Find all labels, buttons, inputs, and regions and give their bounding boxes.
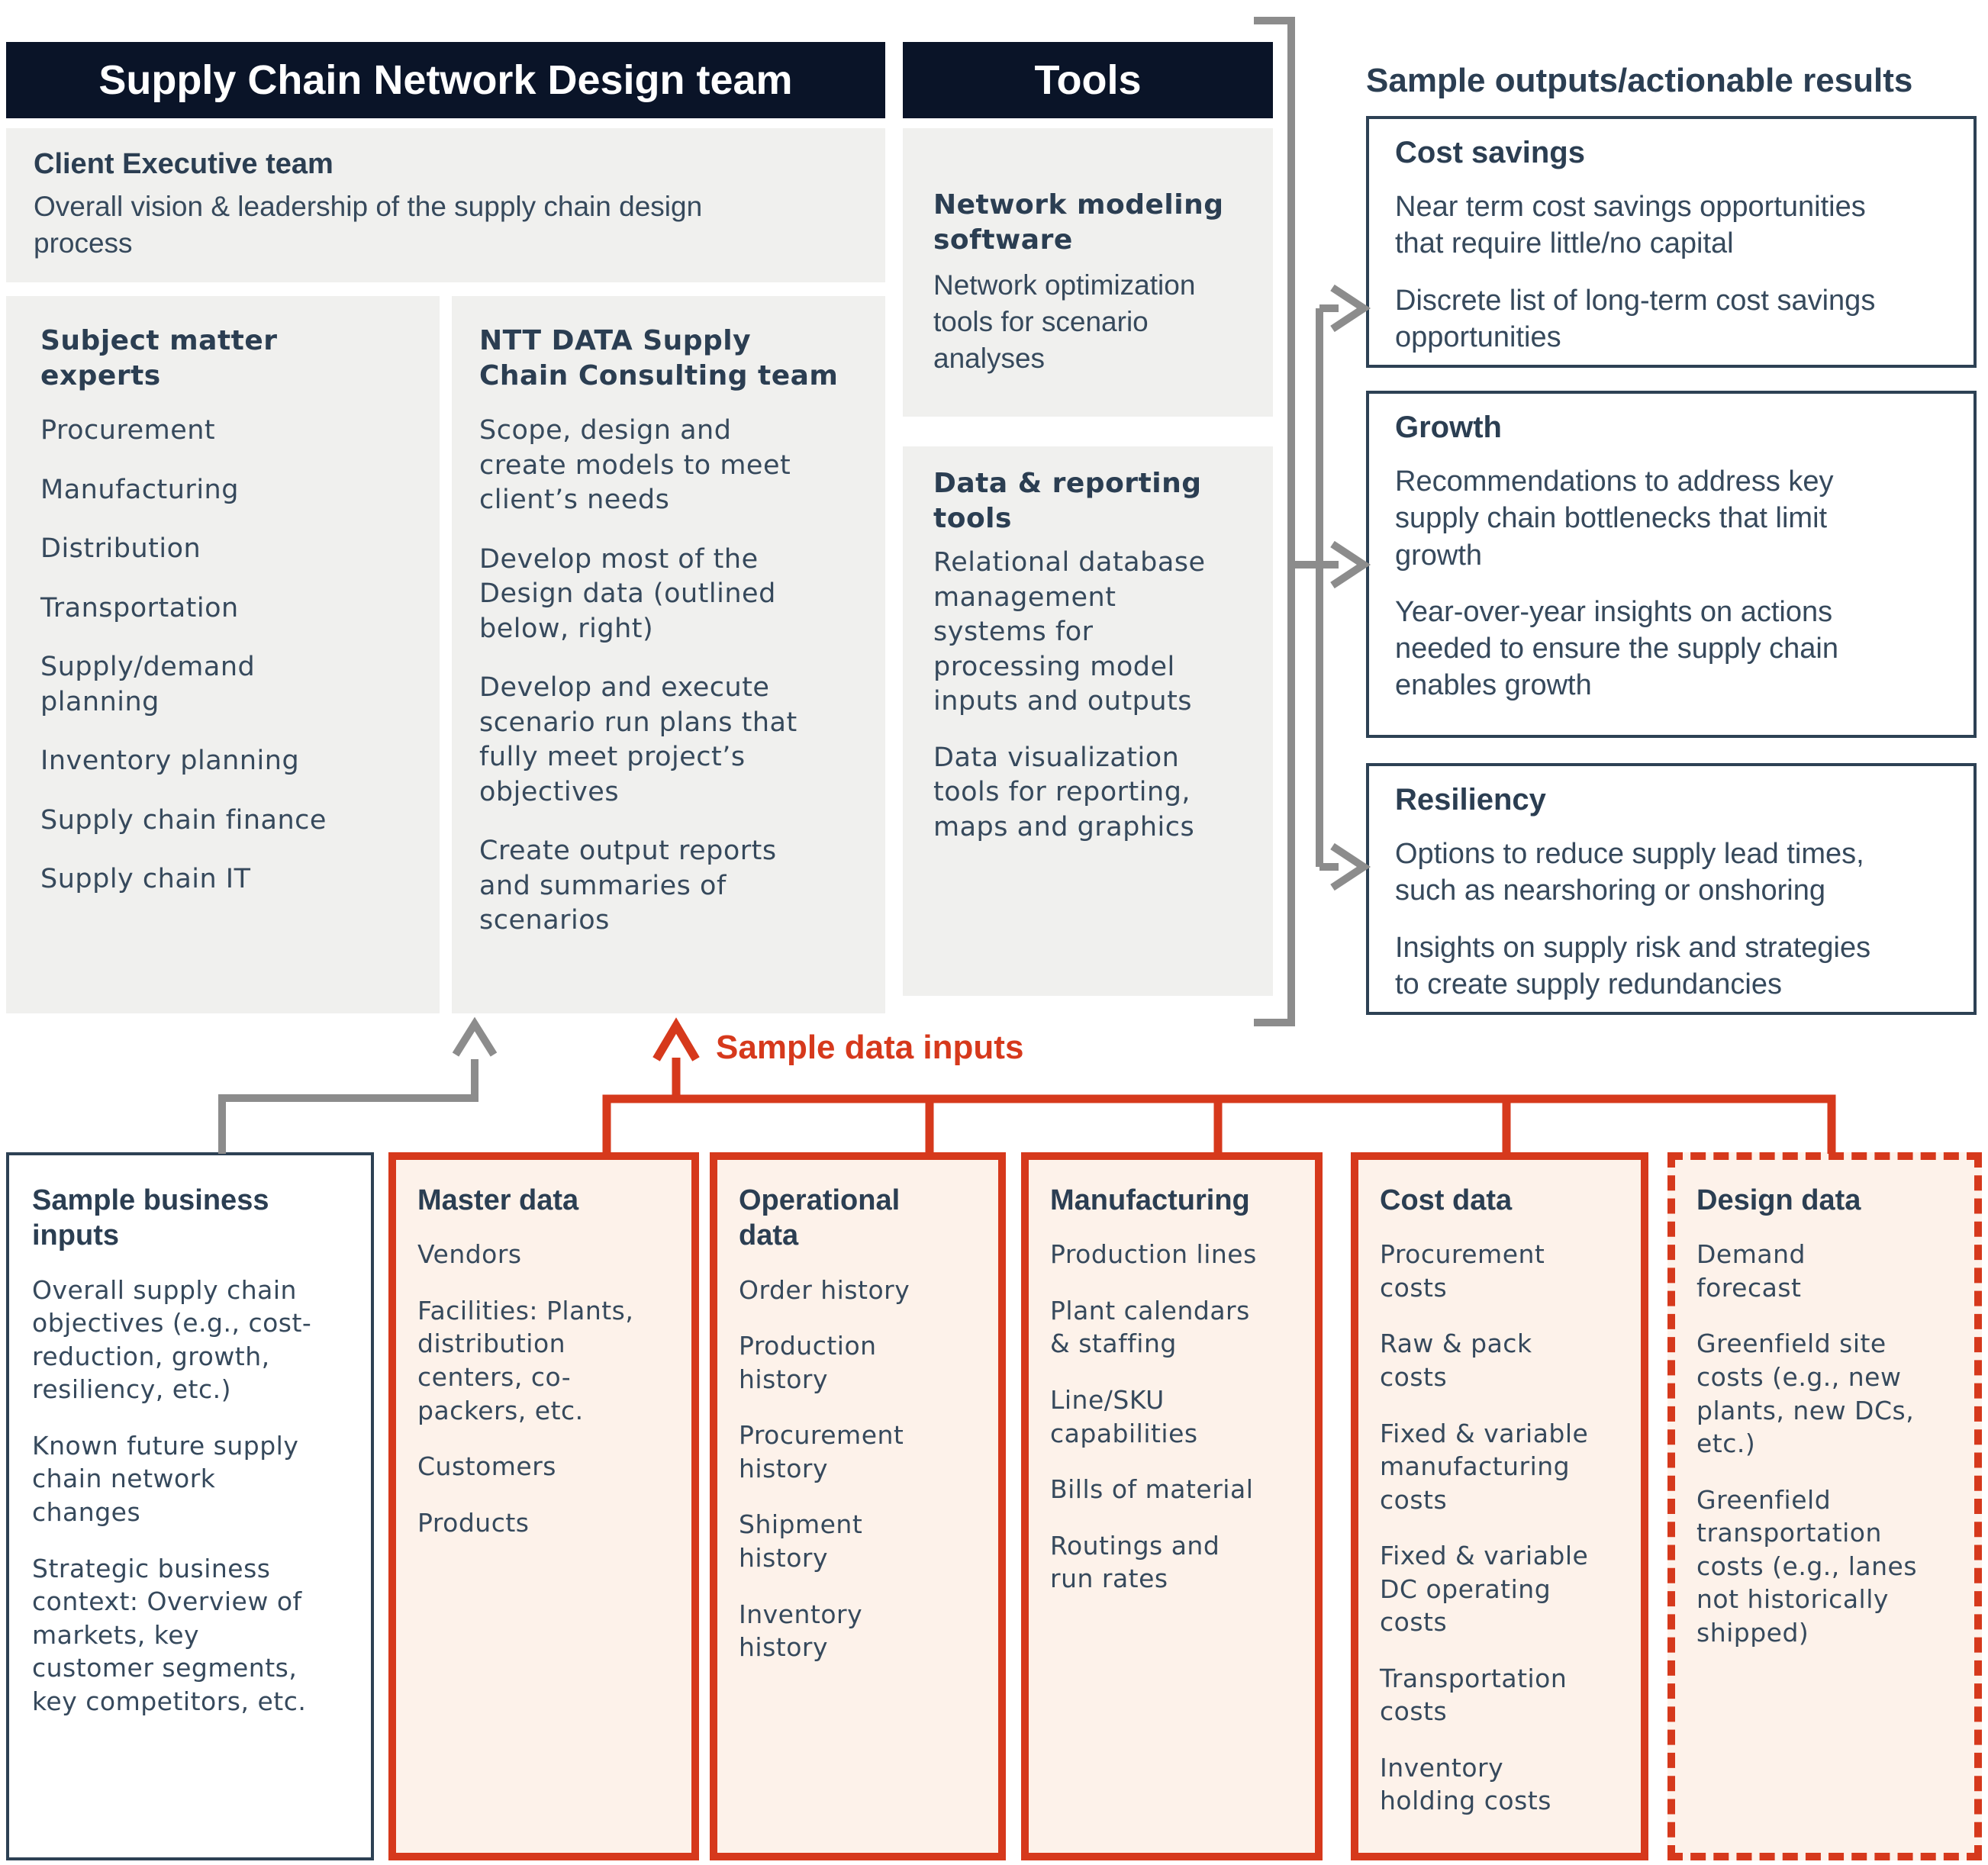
resiliency-bullet: Insights on supply risk and strategies t… <box>1395 931 1871 1000</box>
tools-column-header: Tools <box>903 42 1273 118</box>
network-modeling-software-box: Network modeling software Network optimi… <box>903 128 1273 417</box>
cost-data-item: Fixed & variable manufacturing costs <box>1380 1418 1589 1515</box>
manufacturing-item: Routings and run rates <box>1050 1530 1220 1594</box>
data-inputs-bus-line <box>602 1094 1836 1154</box>
team-column-header: Supply Chain Network Design team <box>6 42 885 118</box>
cost-savings-output-box: Cost savings Near term cost savings oppo… <box>1366 116 1977 368</box>
master-data-item: Vendors <box>417 1239 522 1270</box>
resiliency-bullet: Options to reduce supply lead times, suc… <box>1395 838 1864 907</box>
design-data-item: Greenfield site costs (e.g., new plants,… <box>1696 1329 1915 1459</box>
manufacturing-data-box: Manufacturing Production lines Plant cal… <box>1021 1152 1323 1860</box>
cost-data-item: Transportation costs <box>1380 1663 1568 1727</box>
data-inputs-up-arrow-head-icon <box>652 1017 700 1061</box>
operational-data-item: Production history <box>739 1331 877 1394</box>
operational-data-item: Order history <box>739 1274 910 1305</box>
ntt-paragraph: Create output reports and summaries of s… <box>479 836 777 936</box>
master-data-item: Facilities: Plants, distribution centers… <box>417 1295 634 1425</box>
cost-savings-title: Cost savings <box>1395 136 1585 169</box>
data-reporting-tools-paragraph: Data visualization tools for reporting, … <box>933 742 1195 842</box>
operational-data-item: Inventory history <box>739 1599 863 1663</box>
client-executive-box: Client Executive team Overall vision & l… <box>6 128 885 282</box>
network-modeling-software-description: Network optimization tools for scenario … <box>933 269 1196 375</box>
business-input-item: Known future supply chain network change… <box>32 1430 299 1527</box>
business-input-item: Overall supply chain objectives (e.g., c… <box>32 1274 312 1405</box>
manufacturing-item: Production lines <box>1050 1239 1257 1270</box>
master-data-title: Master data <box>417 1184 579 1216</box>
operational-data-item: Procurement history <box>739 1420 904 1483</box>
growth-title: Growth <box>1395 411 1502 444</box>
design-data-box: Design data Demand forecast Greenfield s… <box>1667 1152 1982 1860</box>
sample-data-inputs-label: Sample data inputs <box>716 1029 1024 1066</box>
sample-business-inputs-box: Sample business inputs Overall supply ch… <box>6 1152 374 1860</box>
cost-data-title: Cost data <box>1380 1184 1513 1216</box>
cost-data-item: Procurement costs <box>1380 1239 1545 1303</box>
cost-data-box: Cost data Procurement costs Raw & pack c… <box>1351 1152 1648 1860</box>
arrow-to-cost-savings-head-icon <box>1330 284 1371 333</box>
network-modeling-software-title: Network modeling software <box>933 188 1224 256</box>
design-data-item: Greenfield transportation costs (e.g., l… <box>1696 1484 1918 1648</box>
client-executive-title: Client Executive team <box>34 148 333 180</box>
outputs-column-title: Sample outputs/actionable results <box>1366 61 1913 99</box>
business-inputs-arrow-head-icon <box>452 1016 498 1057</box>
resiliency-title: Resiliency <box>1395 783 1546 817</box>
operational-data-box: Operational data Order history Productio… <box>710 1152 1006 1860</box>
sample-business-inputs-title: Sample business inputs <box>32 1184 269 1252</box>
cost-savings-bullet: Near term cost savings opportunities tha… <box>1395 191 1866 260</box>
growth-bullet: Year-over-year insights on actions neede… <box>1395 595 1838 702</box>
growth-bullet: Recommendations to address key supply ch… <box>1395 465 1834 572</box>
ntt-paragraph: Scope, design and create models to meet … <box>479 415 791 516</box>
data-reporting-tools-box: Data & reporting tools Relational databa… <box>903 446 1273 996</box>
sme-item: Supply chain IT <box>40 864 251 895</box>
master-data-box: Master data Vendors Facilities: Plants, … <box>388 1152 699 1860</box>
business-inputs-connector-line <box>218 1059 478 1154</box>
design-data-item: Demand forecast <box>1696 1239 1806 1303</box>
master-data-item: Products <box>417 1507 530 1538</box>
operational-data-item: Shipment history <box>739 1509 863 1573</box>
design-data-title: Design data <box>1696 1184 1861 1216</box>
resiliency-output-box: Resiliency Options to reduce supply lead… <box>1366 763 1977 1015</box>
sme-item: Distribution <box>40 533 201 565</box>
manufacturing-item: Bills of material <box>1050 1474 1254 1505</box>
sme-title: Subject matter experts <box>40 325 278 392</box>
sme-item: Inventory planning <box>40 746 300 777</box>
cost-data-item: Inventory holding costs <box>1380 1752 1551 1816</box>
cost-data-item: Fixed & variable DC operating costs <box>1380 1541 1589 1638</box>
growth-output-box: Growth Recommendations to address key su… <box>1366 391 1977 738</box>
client-executive-description: Overall vision & leadership of the suppl… <box>34 191 703 259</box>
ntt-paragraph: Develop most of the Design data (outline… <box>479 543 776 644</box>
data-reporting-tools-title: Data & reporting tools <box>933 468 1202 535</box>
manufacturing-item: Line/SKU capabilities <box>1050 1385 1198 1448</box>
sme-item: Transportation <box>40 592 239 623</box>
master-data-item: Customers <box>417 1451 556 1482</box>
cost-data-item: Raw & pack costs <box>1380 1329 1532 1392</box>
sme-item: Manufacturing <box>40 474 239 505</box>
manufacturing-title: Manufacturing <box>1050 1184 1250 1216</box>
sme-item: Supply/demand planning <box>40 652 256 717</box>
sme-item: Procurement <box>40 415 216 446</box>
arrow-to-resiliency-head-icon <box>1330 842 1371 891</box>
arrow-to-growth-head-icon <box>1330 540 1371 589</box>
manufacturing-item: Plant calendars & staffing <box>1050 1295 1250 1359</box>
operational-data-title: Operational data <box>739 1184 901 1252</box>
cost-savings-bullet: Discrete list of long-term cost savings … <box>1395 284 1876 353</box>
sme-item: Supply chain finance <box>40 804 327 836</box>
business-input-item: Strategic business context: Overview of … <box>32 1553 307 1716</box>
ntt-title: NTT DATA Supply Chain Consulting team <box>479 325 839 392</box>
subject-matter-experts-box: Subject matter experts Procurement Manuf… <box>6 296 440 1013</box>
data-reporting-tools-paragraph: Relational database management systems f… <box>933 547 1206 717</box>
ntt-paragraph: Develop and execute scenario run plans t… <box>479 672 797 807</box>
ntt-data-consulting-team-box: NTT DATA Supply Chain Consulting team Sc… <box>452 296 885 1013</box>
